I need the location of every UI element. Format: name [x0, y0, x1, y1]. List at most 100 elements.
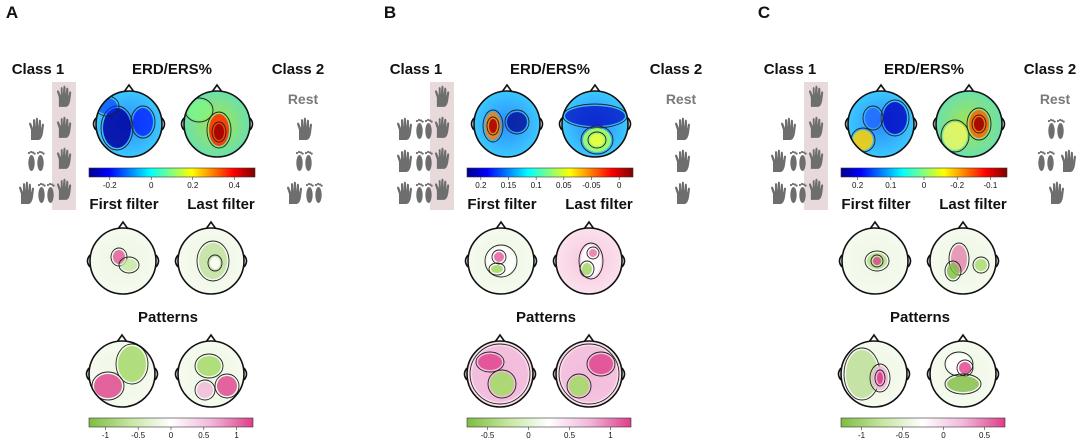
contour-line [211, 121, 227, 143]
hand-icon [434, 85, 450, 107]
topomap [89, 341, 155, 407]
hand-icon [808, 178, 824, 200]
right-ear [907, 254, 912, 268]
topomap [848, 91, 914, 157]
contour-line [972, 256, 990, 274]
hand-icon [434, 116, 450, 138]
contour-line [484, 244, 518, 278]
foot-icon [415, 150, 433, 171]
topomap-region [865, 108, 881, 128]
colorbar-gradient [466, 167, 634, 178]
left-ear [85, 367, 90, 381]
head-outline [929, 227, 997, 295]
contour-line [194, 379, 216, 401]
topomap-region [94, 374, 122, 398]
hand-icon [397, 149, 412, 172]
panel-letter: B [384, 3, 396, 22]
pattern-head-first [837, 333, 911, 408]
contour-line [864, 250, 890, 272]
nose [875, 83, 887, 93]
last-filter-label: Last filter [565, 196, 633, 213]
erd-ers-title: ERD/ERS% [884, 61, 964, 78]
class2-label: Class 2 [1024, 61, 1077, 78]
topomap-base [474, 91, 540, 157]
head-outline [935, 90, 1003, 158]
right-ear [906, 367, 911, 381]
nose [869, 220, 881, 230]
topomap [468, 228, 534, 294]
left-ear [92, 117, 97, 131]
topomap [96, 91, 162, 157]
colorbar-tick-label: -0.2 [103, 181, 117, 190]
patterns-label: Patterns [138, 309, 198, 326]
colorbar-tick-label: -0.2 [950, 181, 964, 190]
left-ear [174, 254, 179, 268]
head-outline [95, 90, 163, 158]
colorbar-tick-label: 0 [941, 431, 946, 440]
contour-line [482, 109, 504, 143]
hand-icon [808, 85, 824, 107]
foot-icon [415, 118, 433, 139]
head-outline [840, 340, 908, 408]
topomap-region [943, 122, 967, 150]
hand-icon [56, 116, 72, 138]
patterns-label: Patterns [890, 309, 950, 326]
class2-label: Class 2 [272, 61, 325, 78]
erd-head-class1 [844, 83, 918, 158]
contour-line [558, 343, 620, 405]
contour-line [196, 240, 230, 282]
topomap-region [947, 376, 979, 392]
topomap-region [947, 263, 959, 279]
topomap [930, 341, 996, 407]
left-ear [463, 367, 468, 381]
foot-icon [415, 182, 433, 203]
erd-head-class2 [932, 83, 1006, 158]
erd-ers-title: ERD/ERS% [132, 61, 212, 78]
nose [957, 333, 969, 343]
erd-head-class2 [558, 83, 632, 158]
left-ear [837, 367, 842, 381]
hand-icon [297, 117, 312, 140]
contour-line [469, 343, 531, 405]
last-filter-label: Last filter [187, 196, 255, 213]
contour-line [944, 260, 962, 282]
contour-line [956, 359, 974, 377]
contour-line [586, 246, 600, 260]
nose [205, 220, 217, 230]
topomap [936, 91, 1002, 157]
colorbar-gradient [840, 167, 1008, 178]
nose [868, 333, 880, 343]
right-ear [539, 117, 544, 131]
panel-letter: A [6, 3, 18, 22]
topomap [178, 341, 244, 407]
topomap-region [491, 265, 503, 273]
hand-icon [19, 181, 34, 204]
head-outline [561, 90, 629, 158]
colorbar-tick-label: 1 [608, 431, 613, 440]
erd-ers-title: ERD/ERS% [510, 61, 590, 78]
topomap-region [214, 124, 224, 140]
right-ear [913, 117, 918, 131]
hand-icon [1049, 181, 1064, 204]
left-ear [180, 117, 185, 131]
topomap-region [494, 252, 504, 262]
first-filter-head [86, 220, 160, 295]
colorbar-tick-label: -0.1 [984, 181, 998, 190]
first-filter-head [464, 220, 538, 295]
left-ear [464, 254, 469, 268]
contour-line [118, 256, 140, 274]
foot-icon [789, 150, 807, 171]
nose [583, 333, 595, 343]
hand-icon [397, 117, 412, 140]
head-outline [473, 90, 541, 158]
nose [117, 220, 129, 230]
nose [501, 83, 513, 93]
left-ear [926, 367, 931, 381]
head-outline [177, 340, 245, 408]
colorbar-gradient [88, 167, 256, 178]
head-outline [183, 90, 251, 158]
hand-icon [56, 178, 72, 200]
hand-icon [808, 147, 824, 169]
